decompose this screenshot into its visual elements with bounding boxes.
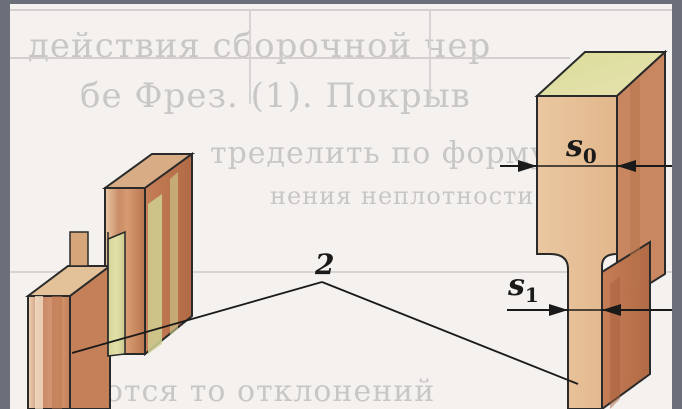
- background-text-line: нения неплотности: [270, 182, 535, 210]
- s1-label: s1: [508, 268, 539, 307]
- right-joint-piece: [534, 49, 668, 409]
- callout-number: 2: [315, 248, 335, 281]
- s1-base: s: [508, 268, 525, 303]
- book-page: действия сборочной чер бе Фрез. (1). Пок…: [10, 4, 672, 409]
- s1-subscript: 1: [524, 283, 539, 307]
- wood-joint-figure: [25, 49, 672, 409]
- background-text-line: действия сборочной чер: [28, 26, 492, 66]
- background-text-line: ваются то отклонений: [60, 374, 436, 409]
- dimension-s1: [507, 304, 672, 316]
- left-joint-piece: [25, 152, 196, 409]
- dimension-s0: [500, 160, 672, 172]
- background-text-line: бе Фрез. (1). Покрыв: [80, 76, 471, 116]
- s0-label: s0: [566, 129, 597, 168]
- s0-subscript: 0: [582, 144, 597, 168]
- page-lines: [10, 9, 672, 273]
- s0-base: s: [566, 129, 583, 164]
- callout-lines: [71, 281, 579, 385]
- callout-number-label: 2: [315, 248, 334, 281]
